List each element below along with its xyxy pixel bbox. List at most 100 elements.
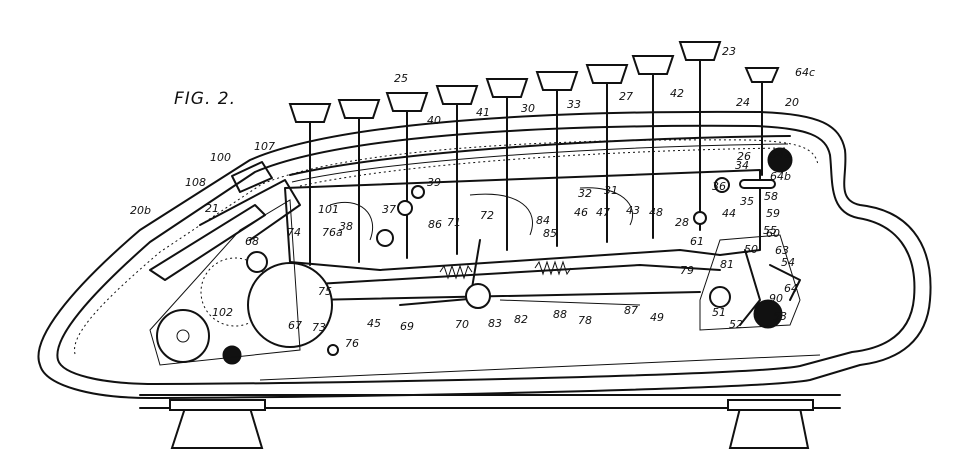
label: 35 bbox=[740, 195, 754, 208]
printing-drum-hub bbox=[176, 329, 190, 343]
label: 44 bbox=[722, 207, 736, 220]
label: 53 bbox=[773, 310, 787, 323]
label: 52 bbox=[729, 318, 743, 331]
rod-lower bbox=[222, 345, 242, 365]
linkage-bar-lower bbox=[309, 291, 701, 301]
label: 20 bbox=[785, 96, 799, 109]
label: 39 bbox=[427, 176, 441, 189]
label: 48 bbox=[649, 206, 663, 219]
key-plate-hatch bbox=[299, 147, 786, 187]
base-plate bbox=[259, 354, 821, 381]
label: 85 bbox=[543, 227, 557, 240]
pivot-36 bbox=[714, 177, 730, 193]
label: 33 bbox=[567, 98, 581, 111]
right-frame bbox=[699, 234, 801, 331]
label: 64 bbox=[784, 282, 798, 295]
key bbox=[678, 41, 722, 231]
label: 76 bbox=[345, 337, 359, 350]
label: 107 bbox=[254, 140, 275, 153]
right-lever bbox=[739, 249, 761, 326]
label: 86 bbox=[428, 218, 442, 231]
label: 72 bbox=[480, 209, 494, 222]
linkage-bar bbox=[299, 264, 721, 286]
label: 34 bbox=[735, 159, 749, 172]
label: 31 bbox=[604, 184, 618, 197]
label: 73 bbox=[312, 321, 326, 334]
label: 83 bbox=[488, 317, 502, 330]
sector-gear bbox=[247, 262, 333, 348]
pivot-39 bbox=[411, 185, 425, 199]
label: 64c bbox=[795, 66, 815, 79]
lever-64 bbox=[769, 264, 801, 301]
label: 69 bbox=[400, 320, 414, 333]
label: 79 bbox=[680, 264, 694, 277]
label: 87 bbox=[624, 304, 638, 317]
label: 28 bbox=[675, 216, 689, 229]
label: 84 bbox=[536, 214, 550, 227]
pivot-51 bbox=[709, 286, 731, 308]
key bbox=[631, 55, 675, 239]
key bbox=[585, 64, 629, 243]
label: 74 bbox=[287, 226, 301, 239]
label: 81 bbox=[720, 258, 734, 271]
key bbox=[485, 78, 529, 251]
label: 23 bbox=[722, 45, 736, 58]
label: 46 bbox=[574, 206, 588, 219]
pivot-38 bbox=[376, 229, 394, 247]
label: 40 bbox=[427, 114, 441, 127]
label: 101 bbox=[318, 203, 339, 216]
label: 30 bbox=[521, 102, 535, 115]
label: 50 bbox=[744, 243, 758, 256]
label: 45 bbox=[367, 317, 381, 330]
label: 27 bbox=[619, 90, 633, 103]
label: 70 bbox=[455, 318, 469, 331]
label: 102 bbox=[212, 306, 233, 319]
slot-64a bbox=[739, 179, 776, 189]
label: 67 bbox=[288, 319, 302, 332]
pivot-76 bbox=[327, 344, 339, 356]
label: 25 bbox=[394, 72, 408, 85]
label: 59 bbox=[766, 207, 780, 220]
label: 90 bbox=[769, 292, 783, 305]
label: 82 bbox=[514, 313, 528, 326]
label: 88 bbox=[553, 308, 567, 321]
label: 64a bbox=[770, 148, 791, 161]
key bbox=[288, 103, 332, 266]
keys bbox=[288, 41, 780, 266]
spring-2 bbox=[534, 260, 572, 276]
foot-right-cap bbox=[727, 399, 814, 411]
gear-68 bbox=[246, 251, 268, 273]
label: 32 bbox=[578, 187, 592, 200]
label: 58 bbox=[764, 190, 778, 203]
figure-title: FIG. 2. bbox=[174, 89, 236, 109]
key bbox=[337, 99, 381, 263]
label: 108 bbox=[185, 176, 206, 189]
label: 51 bbox=[712, 306, 726, 319]
bar-78 bbox=[499, 299, 641, 306]
label: 38 bbox=[339, 220, 353, 233]
printing-drum bbox=[156, 309, 210, 363]
label: 61 bbox=[690, 235, 704, 248]
label: 68 bbox=[245, 235, 259, 248]
label: 75 bbox=[318, 285, 332, 298]
label: 37 bbox=[382, 203, 396, 216]
label: 43 bbox=[626, 204, 640, 217]
label: 47 bbox=[596, 206, 610, 219]
label: 76a bbox=[322, 226, 343, 239]
label: 54 bbox=[781, 256, 795, 269]
label: 21 bbox=[205, 202, 219, 215]
label: 64b bbox=[770, 170, 791, 183]
label: 24 bbox=[736, 96, 750, 109]
lever-100 bbox=[231, 161, 273, 193]
key bbox=[535, 71, 579, 247]
rod-26 bbox=[767, 147, 793, 173]
label: 20b bbox=[130, 204, 151, 217]
key-plate bbox=[289, 135, 791, 176]
side-frame-left bbox=[149, 199, 301, 366]
gear-70 bbox=[465, 283, 491, 309]
label: 36 bbox=[712, 180, 726, 193]
frame-cutouts bbox=[329, 187, 633, 241]
label: 26 bbox=[737, 150, 751, 163]
key bbox=[385, 92, 429, 259]
label: 63 bbox=[775, 244, 789, 257]
